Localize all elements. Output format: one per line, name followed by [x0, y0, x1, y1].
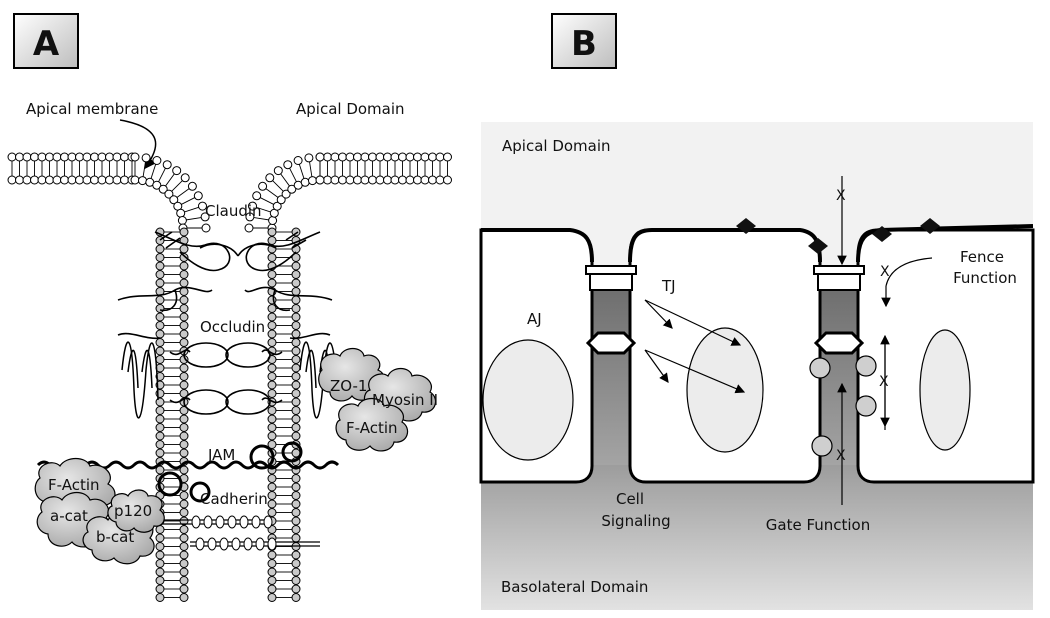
panel-a-letter: A	[33, 24, 60, 64]
fence-label-line1: Fence	[960, 248, 1004, 266]
aj-label: AJ	[527, 310, 542, 328]
gate-arrows	[837, 176, 890, 505]
x-mark-gate-bottom: X	[836, 448, 846, 464]
p120-label: p120	[114, 502, 152, 520]
right-complex-clouds: ZO-1 Myosin II F-Actin	[318, 347, 438, 452]
claudin-label: Claudin	[205, 202, 262, 220]
nucleus-left	[482, 339, 574, 461]
panel-a-label-box: A	[13, 13, 79, 69]
panel-b-letter: B	[571, 24, 597, 64]
cadherin-label: Cadherin	[200, 490, 268, 508]
left-complex-clouds: F-Actin a-cat p120 b-cat	[34, 457, 165, 565]
myosin-label: Myosin II	[372, 391, 438, 409]
tight-junction-right	[813, 265, 865, 291]
factin-right-cloud	[335, 397, 409, 452]
factin-left-label: F-Actin	[48, 476, 100, 494]
apical-domain-label-b: Apical Domain	[502, 137, 611, 155]
gate-function-label: Gate Function	[766, 516, 871, 534]
claudin-protein	[117, 231, 333, 312]
membrane-diamonds	[736, 218, 940, 254]
acat-label: a-cat	[50, 507, 88, 525]
adherens-junction-left	[585, 331, 637, 355]
apical-membrane-pointer	[119, 119, 157, 170]
jam-protein	[157, 441, 303, 503]
p120-cloud	[107, 489, 165, 533]
nucleus-right	[919, 329, 971, 451]
signaling-arrows	[644, 299, 746, 394]
adherens-junction-right	[813, 331, 865, 355]
bcat-label: b-cat	[96, 528, 134, 546]
paracellular-channel-left	[592, 290, 630, 465]
fence-pointer	[881, 257, 933, 308]
fence-label-line2: Function	[953, 269, 1017, 287]
basolateral-domain-label: Basolateral Domain	[501, 578, 648, 596]
zo1-label: ZO-1	[330, 377, 367, 395]
apical-domain-label-a: Apical Domain	[296, 100, 405, 118]
paracellular-channel-right	[820, 290, 858, 465]
jam-label: JAM	[207, 446, 235, 464]
panel-a: A Apical membrane Apical Domain Claudin …	[7, 13, 452, 602]
occludin-loops	[121, 341, 339, 419]
factin-right-label: F-Actin	[346, 419, 398, 437]
lateral-protein-circles	[809, 355, 877, 457]
panel-b: B	[479, 13, 1035, 610]
x-mark-lateral: X	[879, 374, 889, 390]
cell-signaling-label-line2: Signaling	[601, 512, 670, 530]
x-mark-gate-top: X	[836, 188, 846, 204]
occludin-protein	[117, 332, 331, 415]
tj-label: TJ	[661, 277, 676, 295]
panel-b-label-box: B	[551, 13, 617, 69]
x-mark-fence: X	[880, 264, 890, 280]
nucleus-middle	[686, 327, 764, 453]
basolateral-domain-region	[481, 460, 1033, 610]
occludin-label: Occludin	[200, 318, 265, 336]
apical-membrane-label: Apical membrane	[26, 100, 158, 118]
cell-signaling-label-line1: Cell	[616, 490, 644, 508]
tight-junction-left	[585, 265, 637, 291]
